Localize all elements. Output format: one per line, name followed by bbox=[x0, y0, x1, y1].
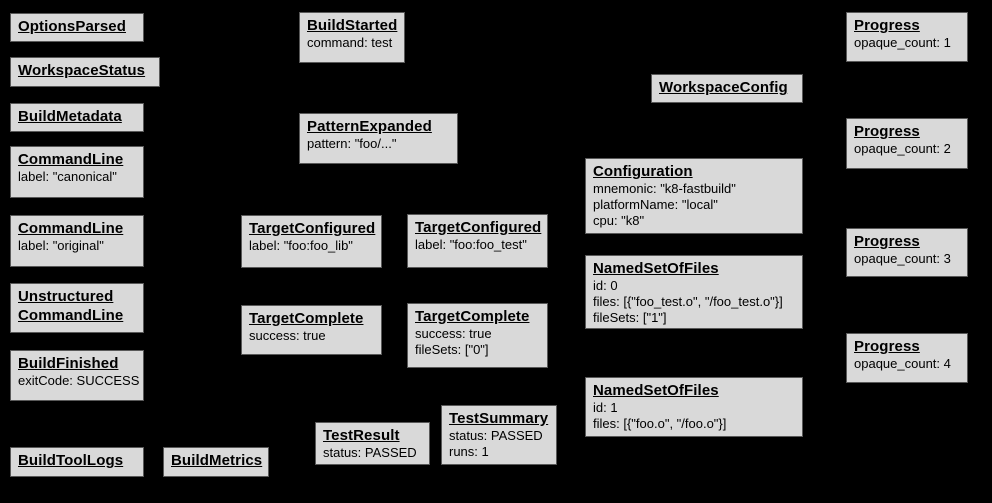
node-build-metadata: BuildMetadata bbox=[10, 103, 144, 132]
node-title: TestSummary bbox=[449, 410, 549, 427]
node-unstructured-command-line: Unstructured CommandLine bbox=[10, 283, 144, 333]
node-title: Progress bbox=[854, 123, 920, 140]
node-target-configured-foo-test: TargetConfigured label: "foo:foo_test" bbox=[407, 214, 548, 268]
node-body: label: "foo:foo_lib" bbox=[249, 238, 375, 254]
node-progress-1: Progress opaque_count: 1 bbox=[846, 12, 968, 62]
node-title: PatternExpanded bbox=[307, 118, 432, 135]
node-detail-line: label: "foo:foo_test" bbox=[415, 237, 527, 252]
node-detail-line: files: [{"foo.o", "/foo.o"}] bbox=[593, 416, 727, 431]
node-title: CommandLine bbox=[18, 151, 124, 168]
node-command-line-canonical: CommandLine label: "canonical" bbox=[10, 146, 144, 198]
node-detail-line: cpu: "k8" bbox=[593, 213, 645, 228]
node-detail-line: opaque_count: 2 bbox=[854, 141, 951, 156]
node-target-complete-foo-lib: TargetComplete success: true bbox=[241, 305, 382, 355]
node-body: pattern: "foo/..." bbox=[307, 136, 451, 152]
node-detail-line: label: "canonical" bbox=[18, 169, 117, 184]
node-target-configured-foo-lib: TargetConfigured label: "foo:foo_lib" bbox=[241, 215, 382, 268]
node-pattern-expanded: PatternExpanded pattern: "foo/..." bbox=[299, 113, 458, 164]
node-title: Progress bbox=[854, 338, 920, 355]
node-progress-3: Progress opaque_count: 3 bbox=[846, 228, 968, 277]
node-configuration: Configuration mnemonic: "k8-fastbuild"pl… bbox=[585, 158, 803, 234]
node-body: opaque_count: 1 bbox=[854, 35, 961, 51]
node-test-result: TestResult status: PASSED bbox=[315, 422, 430, 465]
node-title: TestResult bbox=[323, 427, 400, 444]
node-title: Unstructured CommandLine bbox=[18, 288, 124, 324]
node-progress-4: Progress opaque_count: 4 bbox=[846, 333, 968, 383]
node-body: label: "canonical" bbox=[18, 169, 137, 185]
node-detail-line: runs: 1 bbox=[449, 444, 489, 459]
node-detail-line: opaque_count: 3 bbox=[854, 251, 951, 266]
node-body: label: "foo:foo_test" bbox=[415, 237, 541, 253]
node-title: BuildFinished bbox=[18, 355, 119, 372]
node-workspace-config: WorkspaceConfig bbox=[651, 74, 803, 103]
node-command-line-original: CommandLine label: "original" bbox=[10, 215, 144, 267]
node-body: mnemonic: "k8-fastbuild"platformName: "l… bbox=[593, 181, 796, 229]
node-workspace-status: WorkspaceStatus bbox=[10, 57, 160, 87]
node-title: BuildMetrics bbox=[171, 452, 263, 469]
node-detail-line: platformName: "local" bbox=[593, 197, 718, 212]
node-detail-line: exitCode: SUCCESS bbox=[18, 373, 140, 388]
node-build-metrics: BuildMetrics bbox=[163, 447, 269, 477]
node-detail-line: pattern: "foo/..." bbox=[307, 136, 397, 151]
node-detail-line: label: "foo:foo_lib" bbox=[249, 238, 353, 253]
node-body: opaque_count: 2 bbox=[854, 141, 961, 157]
node-options-parsed: OptionsParsed bbox=[10, 13, 144, 42]
node-title: Progress bbox=[854, 17, 920, 34]
node-body: label: "original" bbox=[18, 238, 137, 254]
node-detail-line: mnemonic: "k8-fastbuild" bbox=[593, 181, 736, 196]
node-title: TargetComplete bbox=[415, 308, 530, 325]
node-title: TargetConfigured bbox=[415, 219, 542, 236]
node-build-tool-logs: BuildToolLogs bbox=[10, 447, 144, 477]
node-detail-line: command: test bbox=[307, 35, 393, 50]
node-title: WorkspaceConfig bbox=[659, 79, 788, 96]
node-body: opaque_count: 4 bbox=[854, 356, 961, 372]
node-detail-line: fileSets: ["0"] bbox=[415, 342, 489, 357]
node-detail-line: success: true bbox=[249, 328, 326, 343]
node-body: opaque_count: 3 bbox=[854, 251, 961, 267]
node-title: TargetComplete bbox=[249, 310, 364, 327]
node-title: OptionsParsed bbox=[18, 18, 126, 35]
node-title: CommandLine bbox=[18, 220, 124, 237]
node-build-started: BuildStarted command: test bbox=[299, 12, 405, 63]
node-detail-line: status: PASSED bbox=[323, 445, 417, 460]
node-title: BuildToolLogs bbox=[18, 452, 124, 469]
node-detail-line: id: 0 bbox=[593, 278, 618, 293]
node-detail-line: opaque_count: 1 bbox=[854, 35, 951, 50]
node-body: exitCode: SUCCESS bbox=[18, 373, 140, 389]
node-title: Progress bbox=[854, 233, 920, 250]
node-title: WorkspaceStatus bbox=[18, 62, 146, 79]
node-title: NamedSetOfFiles bbox=[593, 382, 719, 399]
node-progress-2: Progress opaque_count: 2 bbox=[846, 118, 968, 169]
node-detail-line: fileSets: ["1"] bbox=[593, 310, 667, 325]
node-body: success: true bbox=[249, 328, 375, 344]
node-body: status: PASSED bbox=[323, 445, 423, 461]
node-detail-line: success: true bbox=[415, 326, 492, 341]
node-detail-line: opaque_count: 4 bbox=[854, 356, 951, 371]
node-detail-line: status: PASSED bbox=[449, 428, 543, 443]
node-detail-line: label: "original" bbox=[18, 238, 104, 253]
node-title: Configuration bbox=[593, 163, 693, 180]
node-detail-line: files: [{"foo_test.o", "/foo_test.o"}] bbox=[593, 294, 783, 309]
node-title: BuildMetadata bbox=[18, 108, 122, 125]
node-title: NamedSetOfFiles bbox=[593, 260, 719, 277]
node-title: TargetConfigured bbox=[249, 220, 376, 237]
node-body: command: test bbox=[307, 35, 398, 51]
node-build-finished: BuildFinished exitCode: SUCCESS bbox=[10, 350, 144, 401]
node-detail-line: id: 1 bbox=[593, 400, 618, 415]
node-title: BuildStarted bbox=[307, 17, 398, 34]
